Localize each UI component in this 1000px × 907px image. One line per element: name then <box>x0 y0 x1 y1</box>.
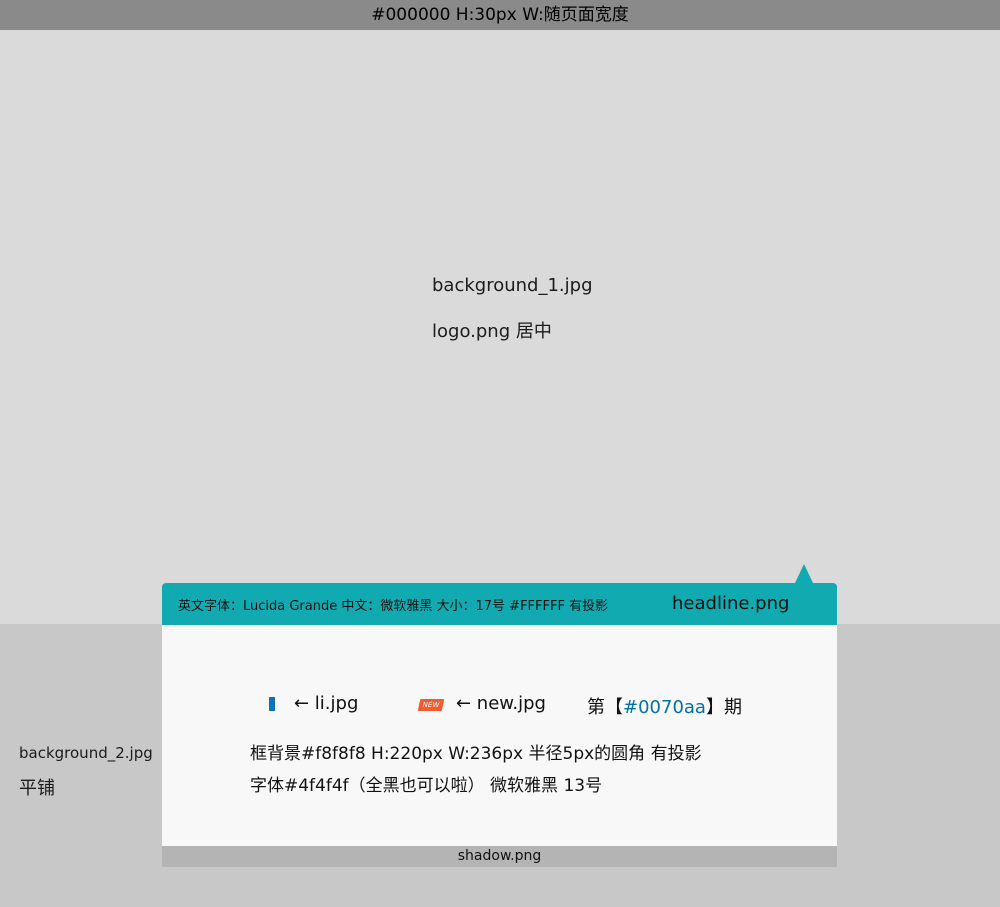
new-label: ← new.jpg <box>456 693 546 714</box>
content-panel: ← li.jpg NEW ← new.jpg 第【#0070aa】期 框背景#f… <box>162 625 837 846</box>
background-1-label: background_1.jpg <box>432 275 593 296</box>
issue-prefix: 第【 <box>587 697 623 718</box>
background-2-label: background_2.jpg <box>19 744 153 762</box>
shadow-label: shadow.png <box>457 848 542 864</box>
headline-bar: 英文字体：Lucida Grande 中文：微软雅黑 大小：17号 #FFFFF… <box>162 564 837 625</box>
panel-spec-text: 框背景#f8f8f8 H:220px W:236px 半径5px的圆角 有投影 <box>250 744 702 764</box>
issue-card: 英文字体：Lucida Grande 中文：微软雅黑 大小：17号 #FFFFF… <box>162 564 837 867</box>
li-marker-icon <box>269 697 275 711</box>
logo-label: logo.png 居中 <box>432 321 552 342</box>
issue-color-code: #0070aa <box>623 697 706 718</box>
tile-label: 平铺 <box>19 778 55 799</box>
issue-label: 第【#0070aa】期 <box>587 693 742 719</box>
top-bar: #000000 H:30px W:随页面宽度 <box>0 0 1000 30</box>
panel-font-text: 字体#4f4f4f（全黑也可以啦） 微软雅黑 13号 <box>250 776 603 796</box>
li-label: ← li.jpg <box>294 693 359 714</box>
top-bar-note: #000000 H:30px W:随页面宽度 <box>371 5 629 25</box>
headline-pointer-icon <box>795 564 813 583</box>
issue-suffix: 】期 <box>705 697 742 718</box>
headline-description: 英文字体：Lucida Grande 中文：微软雅黑 大小：17号 #FFFFF… <box>178 599 609 614</box>
headline-image-label: headline.png <box>672 593 790 614</box>
shadow-strip: shadow.png <box>162 846 837 867</box>
new-badge-icon: NEW <box>417 699 445 711</box>
